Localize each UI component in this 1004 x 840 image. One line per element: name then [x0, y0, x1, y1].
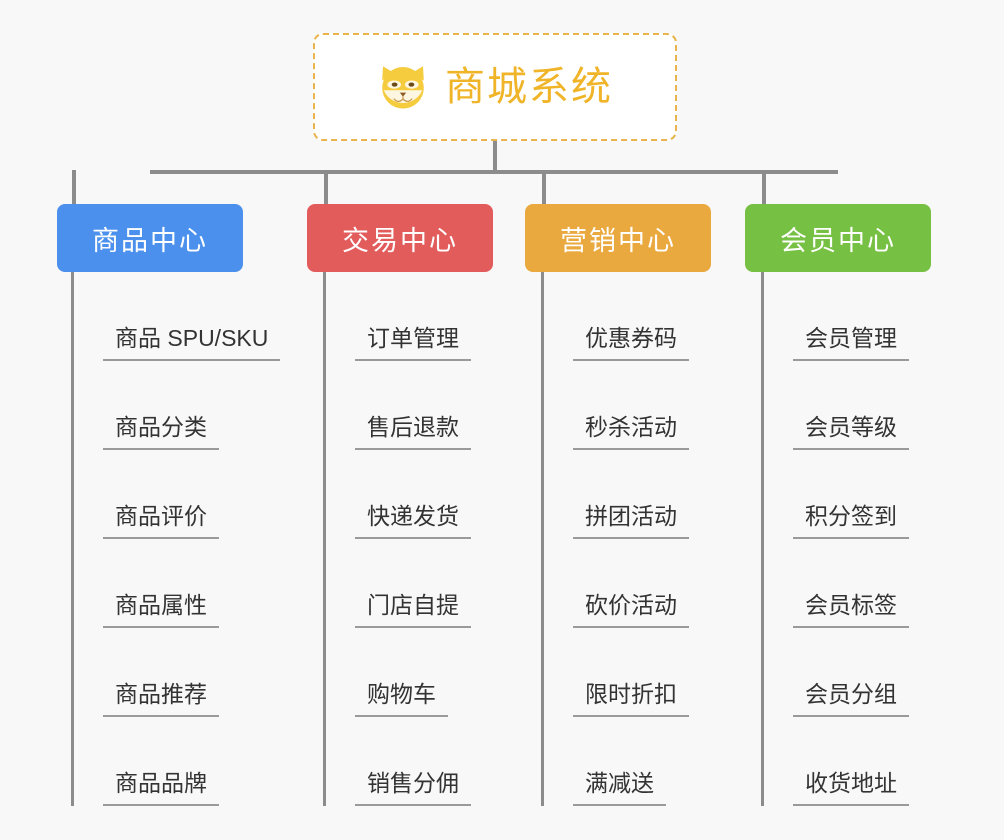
leaf-item-label: 砍价活动: [573, 591, 689, 628]
leaf-item[interactable]: 商品属性: [71, 539, 280, 628]
leaf-item[interactable]: 销售分佣: [323, 717, 471, 806]
leaf-item[interactable]: 积分签到: [761, 450, 909, 539]
leaf-item[interactable]: 商品评价: [71, 450, 280, 539]
leaf-item-label: 收货地址: [793, 769, 909, 806]
leaf-item[interactable]: 快递发货: [323, 450, 471, 539]
leaf-item[interactable]: 砍价活动: [541, 539, 689, 628]
leaf-item[interactable]: 门店自提: [323, 539, 471, 628]
branch-column-trade-center: 订单管理售后退款快递发货门店自提购物车销售分佣: [323, 272, 471, 806]
leaf-item-label: 商品推荐: [103, 680, 219, 717]
leaf-item[interactable]: 商品推荐: [71, 628, 280, 717]
leaf-item-label: 订单管理: [355, 324, 471, 361]
leaf-item-label: 商品 SPU/SKU: [103, 324, 281, 361]
leaf-item-label: 会员标签: [793, 591, 909, 628]
root-stem-connector: [493, 141, 497, 173]
branch-column-product-center: 商品 SPU/SKU 商品分类商品评价商品属性商品推荐商品品牌: [71, 272, 281, 806]
leaf-item-label: 门店自提: [355, 591, 471, 628]
leaf-item[interactable]: 优惠券码: [541, 272, 689, 361]
leaf-item-label: 商品分类: [103, 413, 219, 450]
leaf-item[interactable]: 订单管理: [323, 272, 471, 361]
leaf-item-label: 拼团活动: [573, 502, 689, 539]
leaf-item[interactable]: 商品品牌: [71, 717, 280, 806]
root-node[interactable]: 商城系统: [313, 33, 677, 141]
leaf-item-label: 商品属性: [103, 591, 219, 628]
branch-drop-connector-marketing-center: [542, 170, 546, 204]
branch-column-member-center: 会员管理会员等级积分签到会员标签会员分组收货地址: [761, 272, 909, 806]
root-title: 商城系统: [445, 65, 613, 109]
category-box-trade-center[interactable]: 交易中心: [307, 204, 493, 272]
branch-column-marketing-center: 优惠券码秒杀活动拼团活动砍价活动限时折扣满减送: [541, 272, 689, 806]
leaf-item[interactable]: 会员标签: [761, 539, 909, 628]
category-label: 商品中心: [92, 225, 208, 256]
leaf-item[interactable]: 拼团活动: [541, 450, 689, 539]
leaf-item-label: 满减送: [573, 769, 666, 806]
branch-spine-trade-center: [323, 272, 326, 806]
category-box-member-center[interactable]: 会员中心: [745, 204, 931, 272]
leaf-item-label: 销售分佣: [355, 769, 471, 806]
branch-spine-product-center: [71, 272, 74, 806]
leaf-item[interactable]: 限时折扣: [541, 628, 689, 717]
leaf-item[interactable]: 商品 SPU/SKU: [71, 272, 281, 361]
leaf-item[interactable]: 购物车: [323, 628, 471, 717]
category-label: 交易中心: [342, 225, 458, 256]
leaf-item[interactable]: 售后退款: [323, 361, 471, 450]
branch-spine-member-center: [761, 272, 764, 806]
category-box-marketing-center[interactable]: 营销中心: [525, 204, 711, 272]
category-label: 营销中心: [560, 225, 676, 256]
leaf-item-label: 优惠券码: [573, 324, 689, 361]
leaf-item-label: 会员管理: [793, 324, 909, 361]
branch-drop-connector-member-center: [762, 170, 766, 204]
leaf-item-label: 购物车: [355, 680, 448, 717]
leaf-item-label: 商品品牌: [103, 769, 219, 806]
leaf-item-label: 快递发货: [355, 502, 471, 539]
shiba-dog-icon: [382, 66, 424, 109]
leaf-item[interactable]: 会员等级: [761, 361, 909, 450]
horizontal-bus-connector: [150, 170, 838, 174]
leaf-item-label: 会员等级: [793, 413, 909, 450]
leaf-item[interactable]: 满减送: [541, 717, 689, 806]
leaf-item-label: 限时折扣: [573, 680, 689, 717]
leaf-item-label: 秒杀活动: [573, 413, 689, 450]
leaf-item-label: 商品评价: [103, 502, 219, 539]
category-label: 会员中心: [780, 225, 896, 256]
leaf-item[interactable]: 会员管理: [761, 272, 909, 361]
leaf-item[interactable]: 商品分类: [71, 361, 280, 450]
leaf-item-label: 售后退款: [355, 413, 471, 450]
leaf-item-label: 积分签到: [793, 502, 909, 539]
branch-drop-connector-product-center: [72, 170, 76, 204]
leaf-item[interactable]: 会员分组: [761, 628, 909, 717]
leaf-item[interactable]: 秒杀活动: [541, 361, 689, 450]
branch-spine-marketing-center: [541, 272, 544, 806]
category-box-product-center[interactable]: 商品中心: [57, 204, 243, 272]
leaf-item-label: 会员分组: [793, 680, 909, 717]
leaf-item[interactable]: 收货地址: [761, 717, 909, 806]
branch-drop-connector-trade-center: [324, 170, 328, 204]
